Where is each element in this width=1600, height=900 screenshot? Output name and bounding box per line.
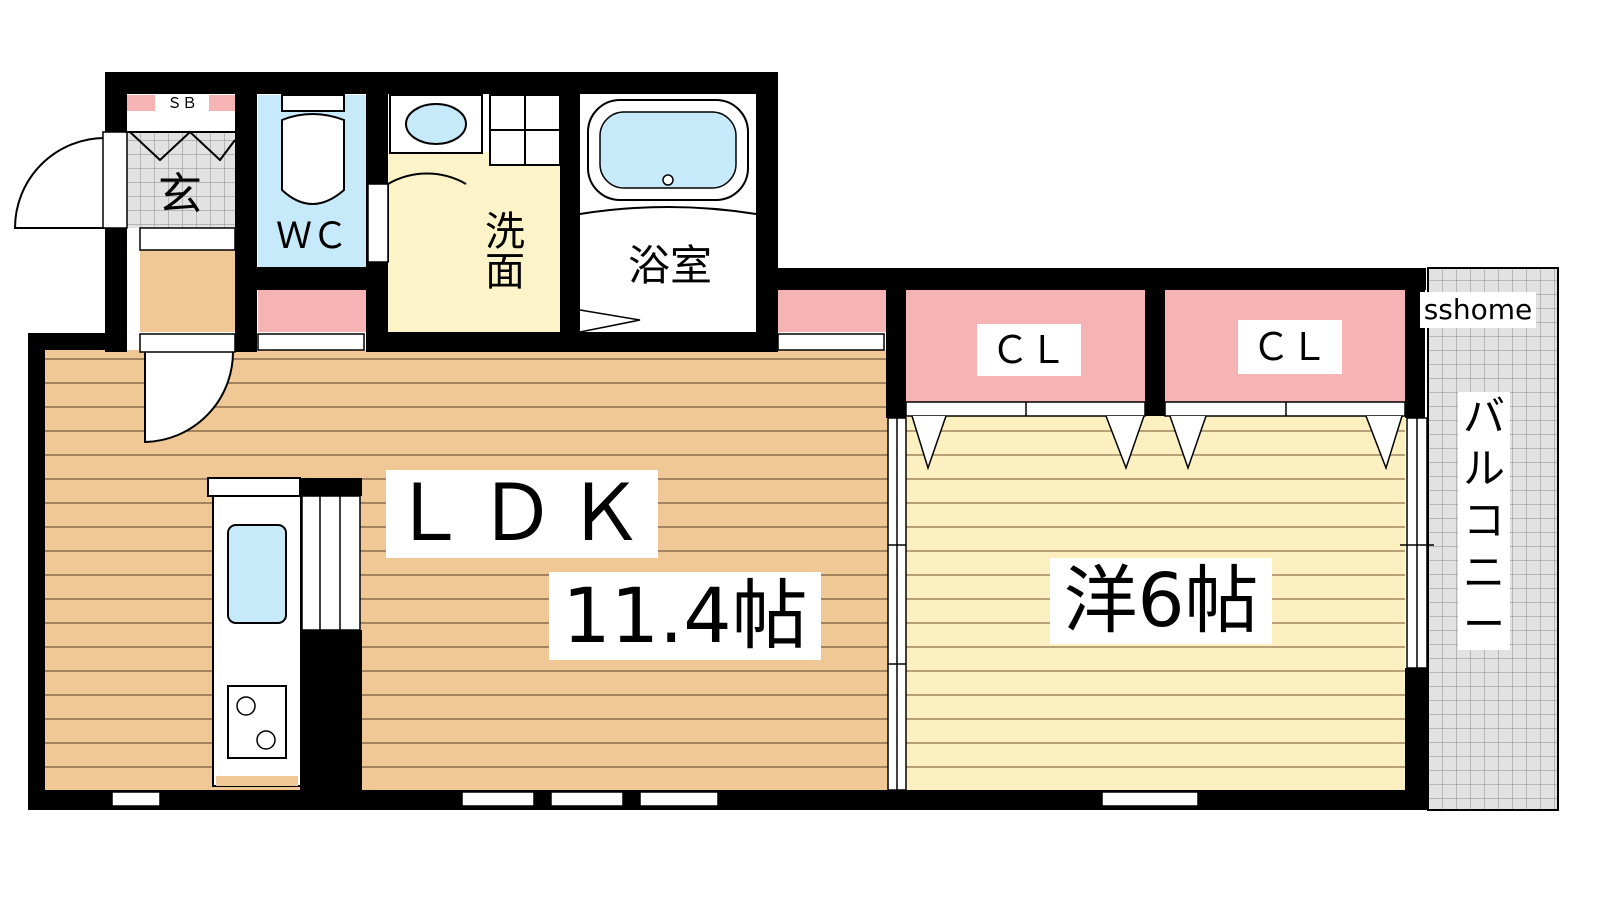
walls — [28, 72, 1427, 810]
entrance-door-swing — [13, 137, 106, 229]
western-room-label: 洋6帖 — [1050, 558, 1272, 644]
storage-strip-toilet — [258, 290, 366, 332]
entrance-tile — [125, 132, 235, 228]
balcony-char-5: ー — [1462, 600, 1505, 649]
washing-machine-space — [489, 94, 561, 166]
toilet-label: ＷＣ — [275, 216, 348, 257]
storage-strip-hall — [778, 290, 886, 332]
closet-doors — [905, 401, 1406, 471]
counter-shelf — [301, 495, 361, 631]
ldk-size-label: 11.4帖 — [549, 572, 821, 660]
stove — [227, 685, 287, 759]
balcony-char-2: ル — [1462, 444, 1505, 493]
windows — [111, 333, 1199, 807]
balcony-label: バ ル コ ニ ー — [1458, 392, 1510, 650]
washroom-label-line1: 洗 — [485, 209, 525, 255]
washroom-door-swing — [387, 172, 467, 262]
entrance-door-opening — [102, 131, 128, 229]
washroom-label: 洗 面 — [470, 198, 540, 306]
washroom-floor — [388, 152, 560, 332]
entrance-threshold — [139, 227, 236, 251]
washroom-label-line2: 面 — [485, 249, 525, 295]
shoe-box-label: ＳＢ — [155, 95, 209, 111]
ldk-door-swing — [144, 351, 234, 444]
bath-door — [579, 309, 641, 333]
ldk-label: ＬＤＫ — [386, 470, 658, 558]
kitchen-sink — [227, 524, 287, 624]
closet-right-label: ＣＬ — [1238, 320, 1342, 374]
watermark-text: sshome — [1420, 292, 1536, 328]
balcony-char-1: バ — [1462, 392, 1505, 441]
entrance-step — [140, 250, 235, 332]
balcony-floor — [1427, 267, 1559, 811]
sink-basin — [405, 103, 467, 145]
closet-left-label: ＣＬ — [977, 324, 1081, 376]
entrance-label: 玄 — [158, 169, 202, 220]
toilet-fixture — [281, 94, 345, 205]
balcony-char-4: ニ — [1462, 548, 1505, 597]
balcony-char-3: コ — [1462, 496, 1505, 545]
bath-label: 浴室 — [627, 241, 712, 290]
